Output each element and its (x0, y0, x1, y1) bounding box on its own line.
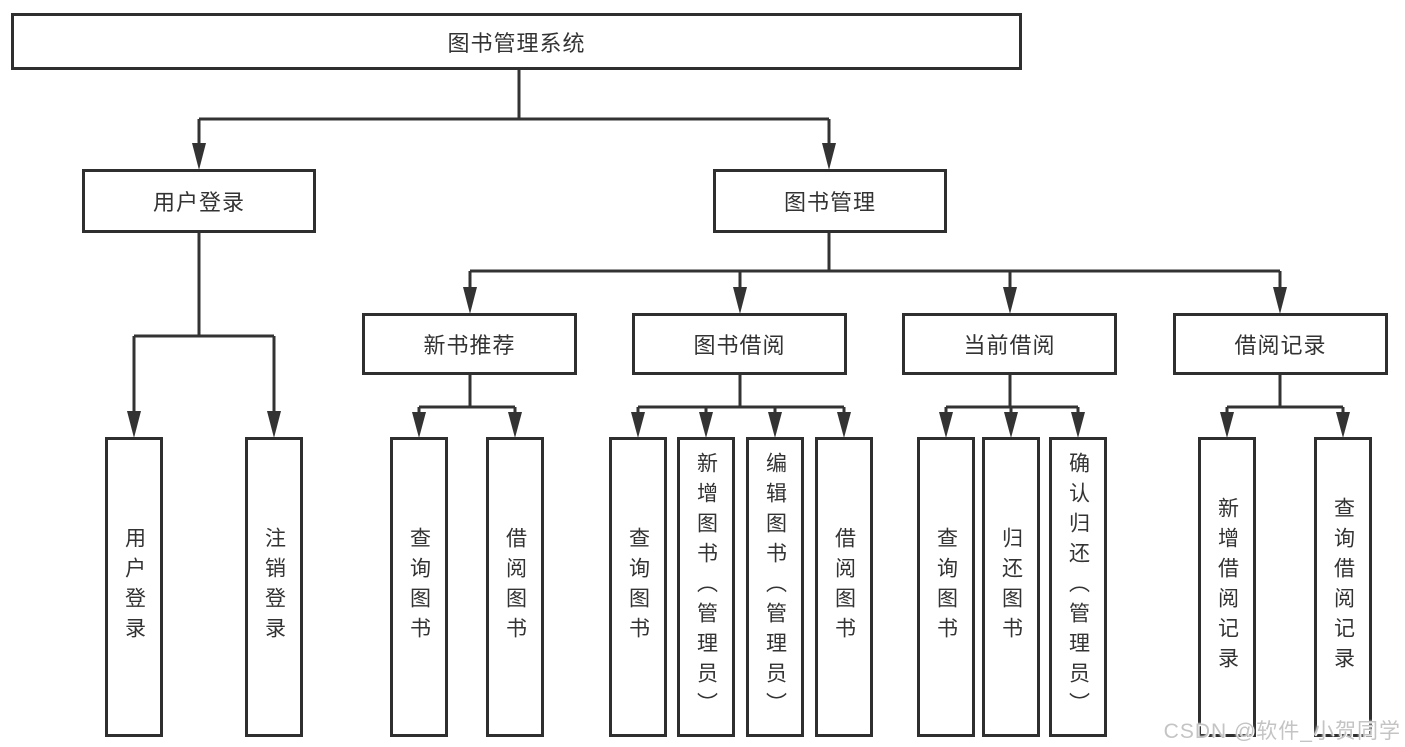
node-label: 新增借阅记录 (1215, 497, 1239, 677)
node-label: 确认归还（管理员） (1066, 452, 1090, 722)
connector-root-fork (197, 70, 831, 148)
node-label: 查询借阅记录 (1331, 497, 1355, 677)
leaf-borrow-books: 借阅图书 (815, 437, 873, 737)
leaf-query-books-recommend: 查询图书 (390, 437, 448, 737)
arrow-down-icon (1004, 412, 1018, 438)
leaf-edit-books-admin: 编辑图书（管理员） (746, 437, 804, 737)
connector-book-management-fork (468, 233, 1282, 292)
arrow-down-icon (508, 412, 522, 438)
node-user-login: 用户登录 (82, 169, 316, 233)
connector-borrow-records-fork (1225, 375, 1345, 416)
connector-current-borrow-fork (944, 375, 1080, 416)
leaf-user-login: 用户登录 (105, 437, 163, 737)
node-current-borrow: 当前借阅 (902, 313, 1117, 375)
arrow-down-icon (631, 412, 645, 438)
leaf-add-borrow-record: 新增借阅记录 (1198, 437, 1256, 737)
leaf-query-borrow-record: 查询借阅记录 (1314, 437, 1372, 737)
node-label: 借阅图书 (832, 527, 856, 647)
leaf-query-books-current: 查询图书 (917, 437, 975, 737)
arrow-down-icon (192, 143, 206, 170)
node-label: 查询图书 (407, 527, 431, 647)
node-label: 查询图书 (934, 527, 958, 647)
arrow-down-icon (822, 143, 836, 170)
arrow-down-icon (127, 411, 141, 438)
arrow-down-icon (1003, 287, 1017, 314)
node-label: 编辑图书（管理员） (763, 452, 787, 722)
node-label: 归还图书 (999, 527, 1023, 647)
arrow-down-icon (1273, 287, 1287, 314)
arrow-down-icon (412, 412, 426, 438)
leaf-logout: 注销登录 (245, 437, 303, 737)
arrow-down-icon (1336, 412, 1350, 438)
node-book-management: 图书管理 (713, 169, 947, 233)
arrow-down-icon (267, 411, 281, 438)
arrow-down-icon (699, 412, 713, 438)
arrow-down-icon (463, 287, 477, 314)
node-label: 用户登录 (122, 527, 146, 647)
leaf-borrow-books-recommend: 借阅图书 (486, 437, 544, 737)
leaf-return-books: 归还图书 (982, 437, 1040, 737)
connector-user-login-fork (132, 233, 276, 416)
node-label: 借阅图书 (503, 527, 527, 647)
node-label: 新书推荐 (423, 333, 516, 358)
node-label: 图书借阅 (693, 333, 786, 358)
connector-new-books-fork (417, 375, 517, 416)
arrow-down-icon (939, 412, 953, 438)
arrow-down-icon (733, 287, 747, 314)
node-label: 图书管理系统 (447, 30, 586, 56)
arrow-down-icon (1220, 412, 1234, 438)
node-label: 注销登录 (262, 527, 286, 647)
leaf-add-books-admin: 新增图书（管理员） (677, 437, 735, 737)
node-label: 查询图书 (626, 527, 650, 647)
node-label: 新增图书（管理员） (694, 452, 718, 722)
leaf-confirm-return-admin: 确认归还（管理员） (1049, 437, 1107, 737)
connector-book-borrow-fork (636, 375, 846, 416)
node-book-borrow: 图书借阅 (632, 313, 847, 375)
leaf-query-books-borrow: 查询图书 (609, 437, 667, 737)
csdn-watermark: CSDN @软件_小贺同学 (1163, 720, 1401, 743)
node-root-system: 图书管理系统 (11, 13, 1022, 70)
node-borrow-records: 借阅记录 (1173, 313, 1388, 375)
node-new-books: 新书推荐 (362, 313, 577, 375)
node-label: 当前借阅 (963, 333, 1056, 358)
arrow-down-icon (1071, 412, 1085, 438)
node-label: 借阅记录 (1234, 333, 1327, 358)
arrow-down-icon (768, 412, 782, 438)
node-label: 用户登录 (152, 190, 245, 215)
node-label: 图书管理 (783, 190, 876, 215)
arrow-down-icon (837, 412, 851, 438)
